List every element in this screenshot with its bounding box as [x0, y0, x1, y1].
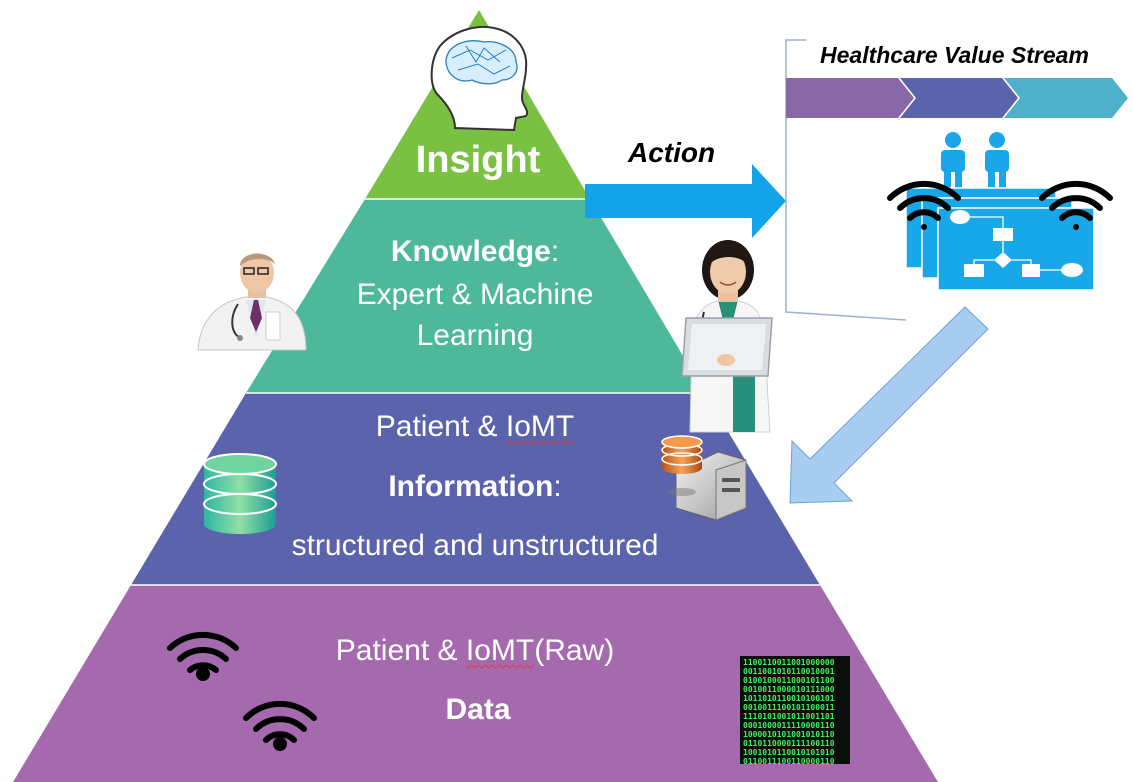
insight-label: Insight	[415, 139, 541, 181]
male-doctor-icon	[197, 253, 307, 351]
binary-line: 1001010110010101010	[743, 748, 835, 757]
value-stream-stage-2	[900, 78, 1018, 118]
binary-line: 1110101001011001101	[743, 712, 835, 721]
value-stream-bracket	[785, 39, 907, 321]
information-line-3: structured and unstructured	[291, 529, 659, 562]
knowledge-line-1: Expert & Machine	[356, 278, 594, 311]
knowledge-title-sep: :	[550, 235, 560, 268]
value-stream-stage-1	[786, 78, 914, 118]
action-arrow	[585, 164, 786, 238]
value-stream-stage-3	[1004, 78, 1128, 118]
database-icon	[203, 453, 277, 534]
binary-line: 0001000011110000110	[743, 721, 835, 730]
person-icon	[985, 132, 1009, 190]
wifi-icon	[243, 700, 317, 751]
information-title-sep: :	[553, 470, 562, 503]
information-iomt-term: IoMT	[505, 410, 575, 443]
information-line-1: Patient & IoMT	[300, 409, 650, 445]
data-line-1-post: (Raw)	[534, 634, 615, 667]
wifi-icon	[167, 631, 239, 681]
binary-code-icon: 1100110011001000000 0011001010110010001 …	[740, 656, 850, 766]
binary-line: 0110011100110000110	[743, 757, 835, 766]
information-title: Information:	[300, 469, 650, 505]
information-title-word: Information	[388, 470, 554, 503]
binary-line: 1100110011001000000	[743, 658, 835, 667]
binary-line: 0011001010110010001	[743, 667, 835, 676]
information-layer	[131, 393, 820, 585]
return-arrow	[789, 306, 989, 504]
data-line-1-pre: Patient &	[335, 634, 466, 667]
action-label: Action	[628, 137, 716, 168]
person-icon	[941, 132, 965, 190]
knowledge-title-word: Knowledge	[390, 235, 551, 268]
female-doctor-laptop-icon	[681, 240, 773, 433]
data-line-1: Patient & IoMT(Raw)	[270, 633, 680, 669]
binary-line: 0010011100101100011	[743, 703, 835, 712]
data-title: Data	[445, 693, 511, 726]
brain-head-icon	[430, 26, 529, 132]
flowchart-icon	[905, 187, 1095, 291]
knowledge-title: Knowledge:	[300, 234, 650, 270]
information-line-1-pre: Patient &	[375, 410, 506, 443]
server-icon	[661, 435, 747, 521]
wifi-icon	[1039, 180, 1113, 230]
binary-line: 0110110000111100110	[743, 739, 835, 748]
data-iomt-term: IoMT	[465, 634, 535, 667]
binary-line: 0100100011000101100	[743, 676, 835, 685]
data-layer	[13, 585, 938, 782]
wifi-icon	[887, 180, 961, 230]
value-stream-title: Healthcare Value Stream	[820, 42, 1089, 68]
binary-line: 1000010101001010110	[743, 730, 835, 739]
binary-line: 0010011000010111000	[743, 685, 835, 694]
knowledge-line-2: Learning	[416, 319, 534, 352]
binary-line: 1011010110010100101	[743, 694, 835, 703]
knowledge-layer	[246, 199, 705, 393]
